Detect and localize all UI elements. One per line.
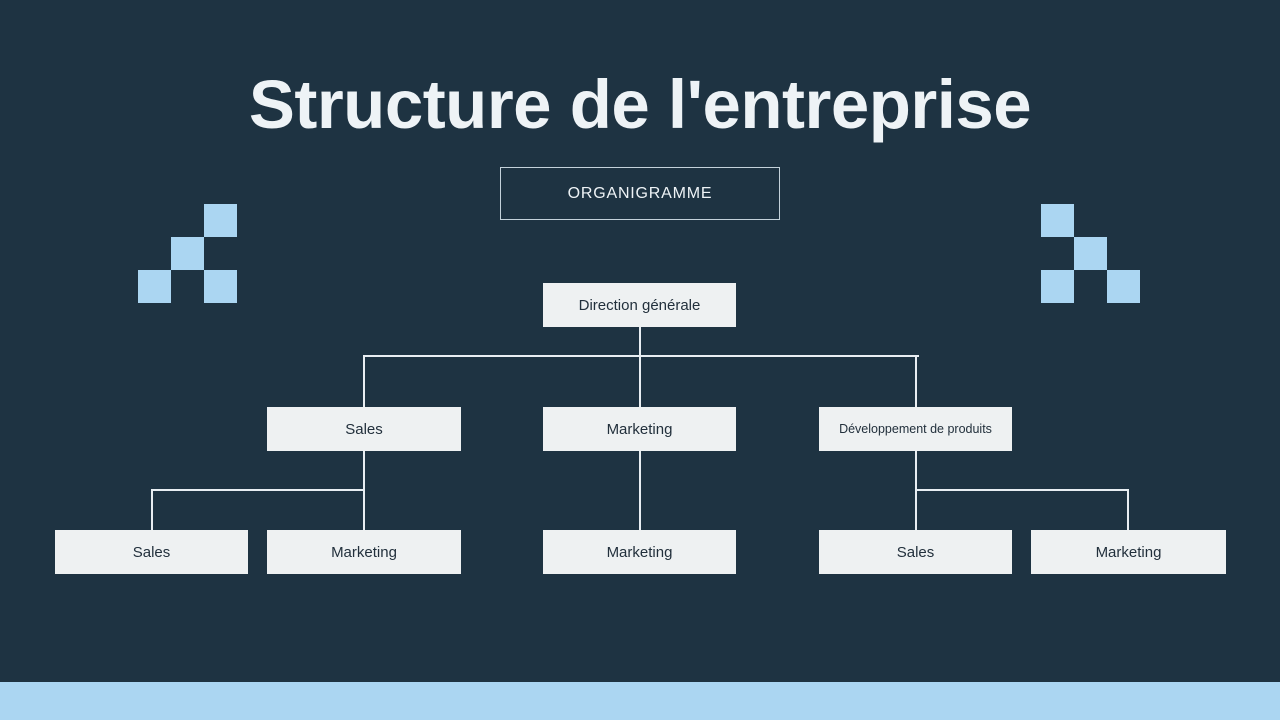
- connector-sales-drop-left: [151, 489, 153, 531]
- deco-cell-1-2: [1107, 237, 1140, 270]
- connector-developpement-stem: [915, 451, 917, 490]
- org-node-label: Marketing: [331, 543, 397, 561]
- deco-cell-1-0: [138, 237, 171, 270]
- deco-cell-0-2: [1107, 204, 1140, 237]
- connector-developpement-bus: [915, 489, 1129, 491]
- connector-level1-drop-marketing: [639, 355, 641, 408]
- org-node-label: Marketing: [606, 543, 673, 561]
- deco-cell-0-1: [171, 204, 204, 237]
- org-node-label: Sales: [345, 420, 383, 438]
- deco-cell-2-2: [1107, 270, 1140, 303]
- org-node-sales-l2-a[interactable]: Sales: [55, 530, 248, 574]
- connector-marketing-drop: [639, 451, 641, 531]
- org-node-marketing-l1[interactable]: Marketing: [543, 407, 736, 451]
- deco-cell-0-2: [204, 204, 237, 237]
- deco-cell-2-2: [204, 270, 237, 303]
- connector-level1-bus: [363, 355, 919, 357]
- connector-root-stem: [639, 327, 641, 356]
- org-node-label: Marketing: [606, 420, 673, 438]
- decoration-squares-left: [138, 204, 237, 303]
- subtitle-label: ORGANIGRAMME: [567, 184, 713, 202]
- connector-sales-bus: [151, 489, 365, 491]
- subtitle-box: ORGANIGRAMME: [500, 167, 780, 220]
- org-node-label: Direction générale: [578, 296, 701, 314]
- deco-cell-1-0: [1041, 237, 1074, 270]
- connector-sales-stem: [363, 451, 365, 490]
- deco-cell-0-0: [1041, 204, 1074, 237]
- deco-cell-0-1: [1074, 204, 1107, 237]
- org-node-label: Sales: [132, 543, 171, 561]
- org-node-marketing-l2-c[interactable]: Marketing: [1031, 530, 1226, 574]
- decoration-squares-right: [1041, 204, 1140, 303]
- org-node-label: Développement de produits: [839, 422, 992, 436]
- deco-cell-2-1: [1074, 270, 1107, 303]
- connector-sales-drop-right: [363, 489, 365, 531]
- connector-developpement-drop-left: [915, 489, 917, 531]
- org-node-marketing-l2-a[interactable]: Marketing: [267, 530, 461, 574]
- org-node-sales-l1[interactable]: Sales: [267, 407, 461, 451]
- org-node-developpement-produits-l1[interactable]: Développement de produits: [819, 407, 1012, 451]
- org-node-marketing-l2-b[interactable]: Marketing: [543, 530, 736, 574]
- connector-level1-drop-sales: [363, 355, 365, 408]
- org-node-label: Marketing: [1095, 543, 1162, 561]
- org-node-sales-l2-c[interactable]: Sales: [819, 530, 1012, 574]
- org-node-label: Sales: [896, 543, 935, 561]
- org-node-direction-generale[interactable]: Direction générale: [543, 283, 736, 327]
- deco-cell-2-1: [171, 270, 204, 303]
- deco-cell-1-1: [1074, 237, 1107, 270]
- page-title: Structure de l'entreprise: [248, 66, 1032, 143]
- deco-cell-1-1: [171, 237, 204, 270]
- deco-cell-2-0: [138, 270, 171, 303]
- deco-cell-2-0: [1041, 270, 1074, 303]
- connector-developpement-drop-right: [1127, 489, 1129, 531]
- deco-cell-0-0: [138, 204, 171, 237]
- connector-level1-drop-developpement: [915, 355, 917, 408]
- bottom-accent-band: [0, 682, 1280, 720]
- deco-cell-1-2: [204, 237, 237, 270]
